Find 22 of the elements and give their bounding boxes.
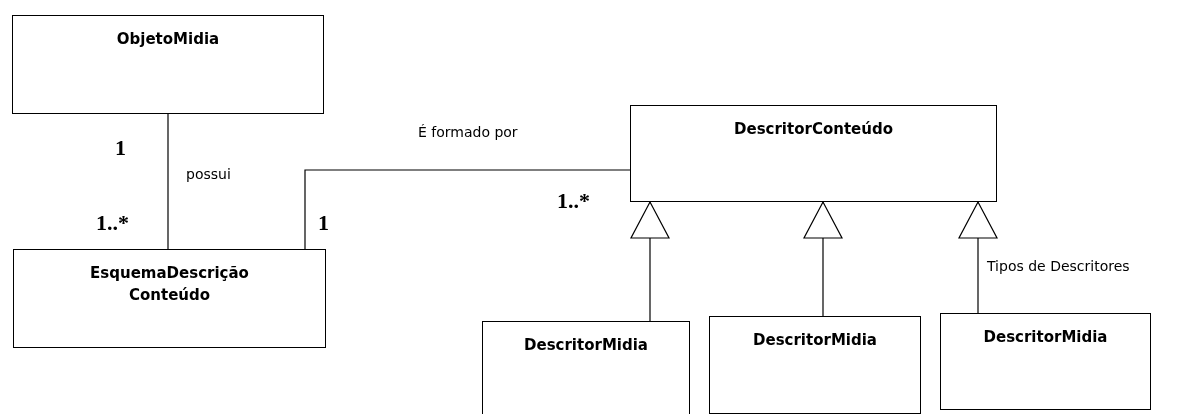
multiplicity-label: 1: [115, 134, 126, 162]
association-line: [167, 113, 169, 250]
class-box: [13, 249, 326, 348]
class-box: [630, 105, 997, 202]
class-box: [709, 316, 921, 414]
edge-label: É formado por: [418, 122, 518, 143]
multiplicity-label: 1..*: [557, 187, 590, 215]
class-name: DescritorMidia: [523, 335, 649, 356]
class-name: DescritorMidia: [752, 330, 878, 351]
multiplicity-label: 1..*: [96, 209, 129, 237]
multiplicity-label: 1: [318, 209, 329, 237]
class-box: [12, 15, 324, 114]
class-name: EsquemaDescrição Conteúdo: [89, 263, 250, 306]
class-name: DescritorMidia: [982, 327, 1109, 348]
class-box: [482, 321, 690, 414]
generalization-arrow: [958, 201, 998, 314]
class-name: DescritorConteúdo: [733, 119, 894, 140]
association-line: [304, 169, 631, 250]
generalization-arrow: [803, 201, 843, 317]
class-name: ObjetoMidia: [115, 29, 221, 50]
generalization-arrow: [630, 201, 670, 322]
class-box: [940, 313, 1151, 410]
